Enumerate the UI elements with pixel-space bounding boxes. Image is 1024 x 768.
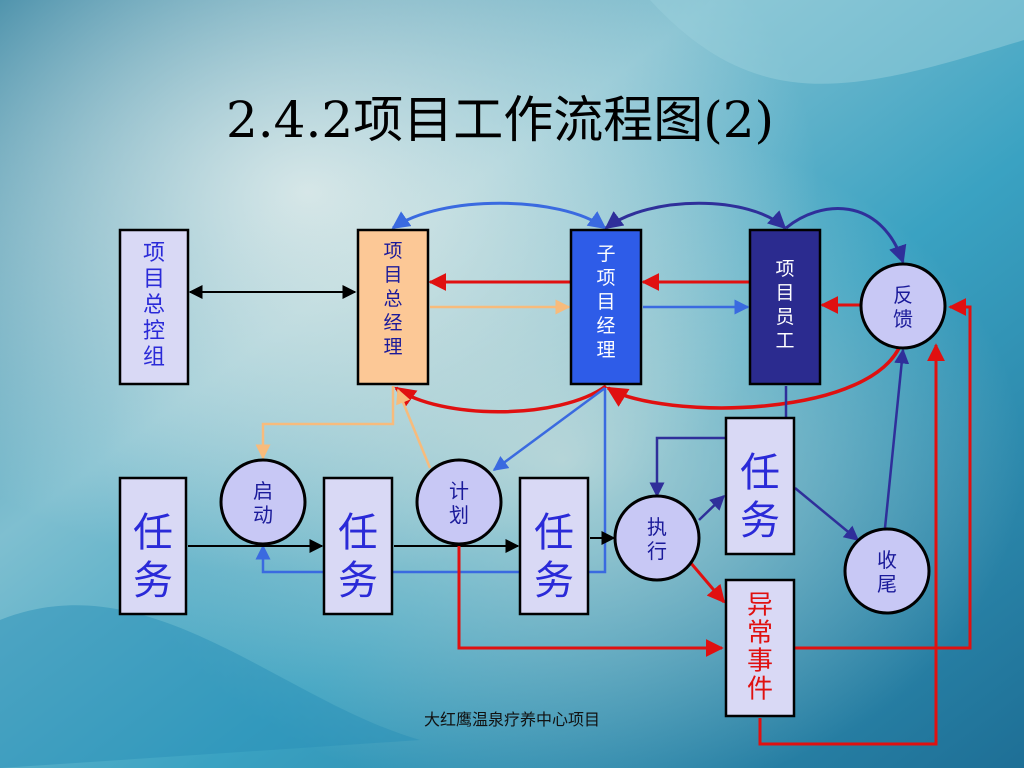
- node-plan: 计划: [415, 458, 503, 546]
- footer-text: 大红鹰温泉疗养中心项目: [423, 710, 600, 729]
- node-plan-label: 计划: [449, 479, 469, 527]
- connector-plan-to-pm: [396, 388, 432, 469]
- node-execute-label: 执行: [647, 515, 667, 563]
- connector-sub-to-pm-curve: [394, 384, 608, 414]
- connector-close-to-feedback: [883, 348, 910, 529]
- node-task-3: 任务: [518, 476, 590, 616]
- node-close: 收尾: [843, 527, 931, 615]
- node-sub-manager-label: 子项目经理: [596, 243, 615, 361]
- node-task-3-label: 任务: [534, 510, 574, 604]
- connector-sub-to-plan: [492, 386, 606, 472]
- connector-pm-sub-top: [391, 201, 607, 230]
- node-task-2-label: 任务: [338, 510, 378, 604]
- node-project-manager: 项目总经理: [356, 228, 430, 386]
- node-project-manager-label: 项目总经理: [383, 240, 402, 358]
- connector-exception-to-feedback-2: [758, 343, 945, 746]
- node-sub-manager: 子项目经理: [569, 228, 643, 386]
- node-exception: 异常事件: [724, 578, 796, 718]
- connector-plan-to-exception: [457, 546, 724, 657]
- node-close-label: 收尾: [877, 548, 897, 596]
- page-title: 2.4.2项目工作流程图(2): [225, 91, 775, 149]
- connector-feedback-to-sub-curve: [606, 337, 905, 410]
- node-steering-group: 项目总控组: [118, 228, 190, 386]
- node-staff: 项目员工: [748, 228, 822, 386]
- node-staff-label: 项目员工: [775, 258, 794, 352]
- node-steering-group-label: 项目总控组: [143, 241, 165, 370]
- node-task-2: 任务: [322, 476, 394, 616]
- node-start-label: 启动: [253, 479, 273, 527]
- connector-sub-to-start-loop: [255, 388, 607, 574]
- node-task-4: 任务: [724, 416, 796, 556]
- node-task-1: 任务: [118, 476, 188, 616]
- node-feedback-label: 反馈: [893, 283, 913, 331]
- connector-execute-to-exception: [688, 561, 726, 604]
- node-execute: 执行: [613, 494, 701, 582]
- node-task-4-label: 任务: [740, 450, 780, 544]
- connector-sub-staff-top: [604, 201, 787, 230]
- connector-staff-feedback-top: [785, 207, 907, 264]
- node-start: 启动: [219, 458, 307, 546]
- connector-execute-to-task4: [698, 494, 726, 521]
- node-feedback: 反馈: [859, 262, 947, 350]
- connector-task4-to-close: [794, 487, 860, 541]
- connector-exception-to-feedback-1: [795, 298, 972, 650]
- node-exception-label: 异常事件: [747, 590, 773, 704]
- connector-pm-to-start: [255, 386, 395, 460]
- node-task-1-label: 任务: [133, 510, 173, 604]
- connector-staff-to-execute: [649, 386, 788, 498]
